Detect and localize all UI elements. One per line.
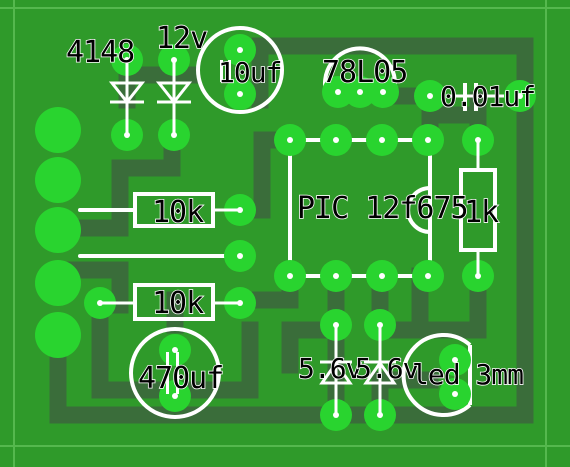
label-4148: 4148	[66, 35, 134, 70]
label-zener-right: 5.6v	[355, 352, 419, 385]
resistor-10k-top	[133, 192, 256, 228]
zener-5v6-right	[363, 309, 397, 431]
edge-pad-5	[35, 312, 81, 358]
capacitor-001uf	[414, 80, 536, 112]
trace-ground	[49, 131, 181, 237]
label-zener-left: 5.6v	[298, 352, 362, 385]
label-10uf: 10uf	[218, 56, 281, 89]
label-001uf: 0.01uf	[440, 80, 535, 113]
zener-5v6-left	[319, 309, 353, 431]
label-78l05: 78L05	[322, 55, 407, 90]
trace-mid-left	[49, 261, 129, 314]
copper-traces	[49, 37, 534, 429]
label-10k-bottom: 10k	[152, 286, 204, 321]
diode-4148	[108, 44, 146, 151]
trace-ic-bottom-mid	[281, 267, 345, 374]
capacitor-10uf	[196, 26, 284, 114]
trace-1k-bottom	[421, 267, 487, 339]
capacitor-470uf	[129, 327, 221, 419]
led-3mm	[401, 333, 472, 417]
edge-pad-1	[35, 107, 81, 153]
label-470uf: 470uf	[138, 361, 223, 396]
diode-12v	[155, 44, 193, 151]
edge-pad-3	[35, 207, 81, 253]
edge-connector	[35, 107, 81, 358]
label-12v: 12v	[156, 21, 207, 56]
label-pic12f675: PIC 12f675	[297, 191, 468, 226]
ic-pic12f675	[274, 124, 444, 292]
regulator-78l05	[322, 46, 399, 108]
label-led-3mm: led 3mm	[412, 358, 523, 391]
pad-jumper-mid	[224, 240, 256, 272]
edge-pad-4	[35, 260, 81, 306]
trace-zener-right	[371, 267, 429, 339]
silkscreen-labels: 4148 12v 10uf 78L05 0.01uf 10k 10k PIC 1…	[65, 20, 537, 397]
jumper-wires	[78, 208, 242, 258]
edge-pad-2	[35, 157, 81, 203]
resistor-10k-bottom	[84, 283, 256, 321]
resistor-1k	[459, 124, 497, 292]
label-1k: 1k	[464, 195, 499, 230]
label-10k-top: 10k	[152, 195, 204, 230]
trace-outer-loop	[49, 37, 534, 424]
